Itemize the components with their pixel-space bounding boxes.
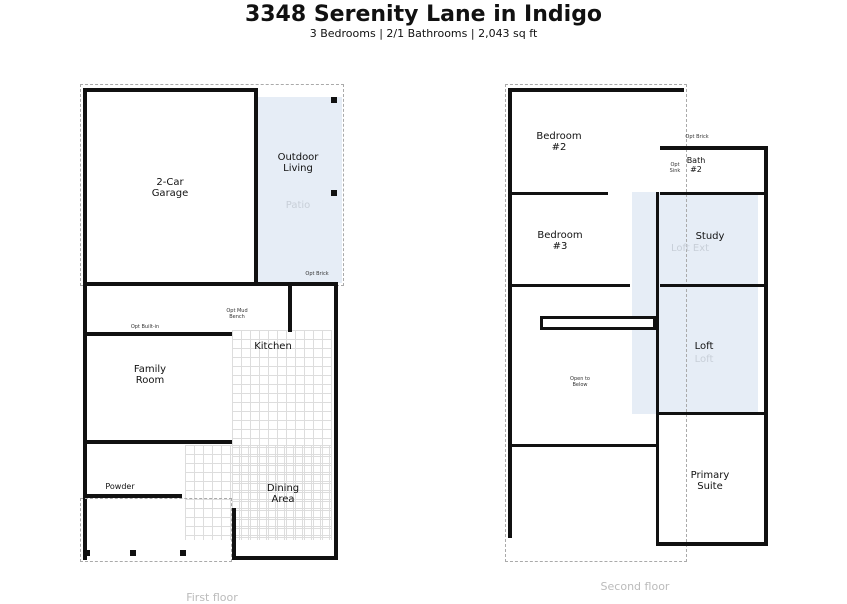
- page-title: 3348 Serenity Lane in Indigo: [244, 2, 603, 27]
- kitchen-label: Kitchen: [254, 341, 292, 352]
- loft-faint-label: Loft: [694, 354, 714, 365]
- powder-label: Powder: [105, 482, 135, 491]
- page-subtitle: 3 Bedrooms | 2/1 Bathrooms | 2,043 sq ft: [309, 27, 538, 40]
- open-to-below-label: Open to Below: [570, 376, 590, 388]
- dining-floor-grid: [185, 445, 332, 540]
- family-room-label: Family Room: [133, 364, 167, 386]
- opt-sink-label: Opt Sink: [669, 162, 681, 174]
- patio-label: Patio: [285, 200, 311, 211]
- bedroom-3-label: Bedroom #3: [537, 230, 583, 252]
- outdoor-living-label: Outdoor Living: [277, 152, 319, 174]
- opt-mud-bench-label: Opt Mud Bench: [226, 308, 248, 320]
- bedroom-2-label: Bedroom #2: [536, 131, 582, 153]
- bath-2-label: Bath #2: [686, 156, 706, 174]
- opt-builtin-label: Opt Built-in: [130, 324, 160, 330]
- second-floor-label: Second floor: [600, 580, 670, 593]
- loft-area: [632, 192, 758, 414]
- garage-label: 2-Car Garage: [151, 177, 189, 199]
- outdoor-living-area: [258, 97, 342, 283]
- dining-area-label: Dining Area: [266, 483, 300, 505]
- study-label: Study: [695, 231, 725, 242]
- loft-label: Loft: [694, 341, 714, 352]
- opt-brick-label-2: Opt Brick: [685, 134, 709, 140]
- opt-brick-label: Opt Brick: [305, 271, 329, 277]
- loft-ext-label: Loft Ext: [670, 243, 710, 254]
- primary-suite-label: Primary Suite: [690, 470, 730, 492]
